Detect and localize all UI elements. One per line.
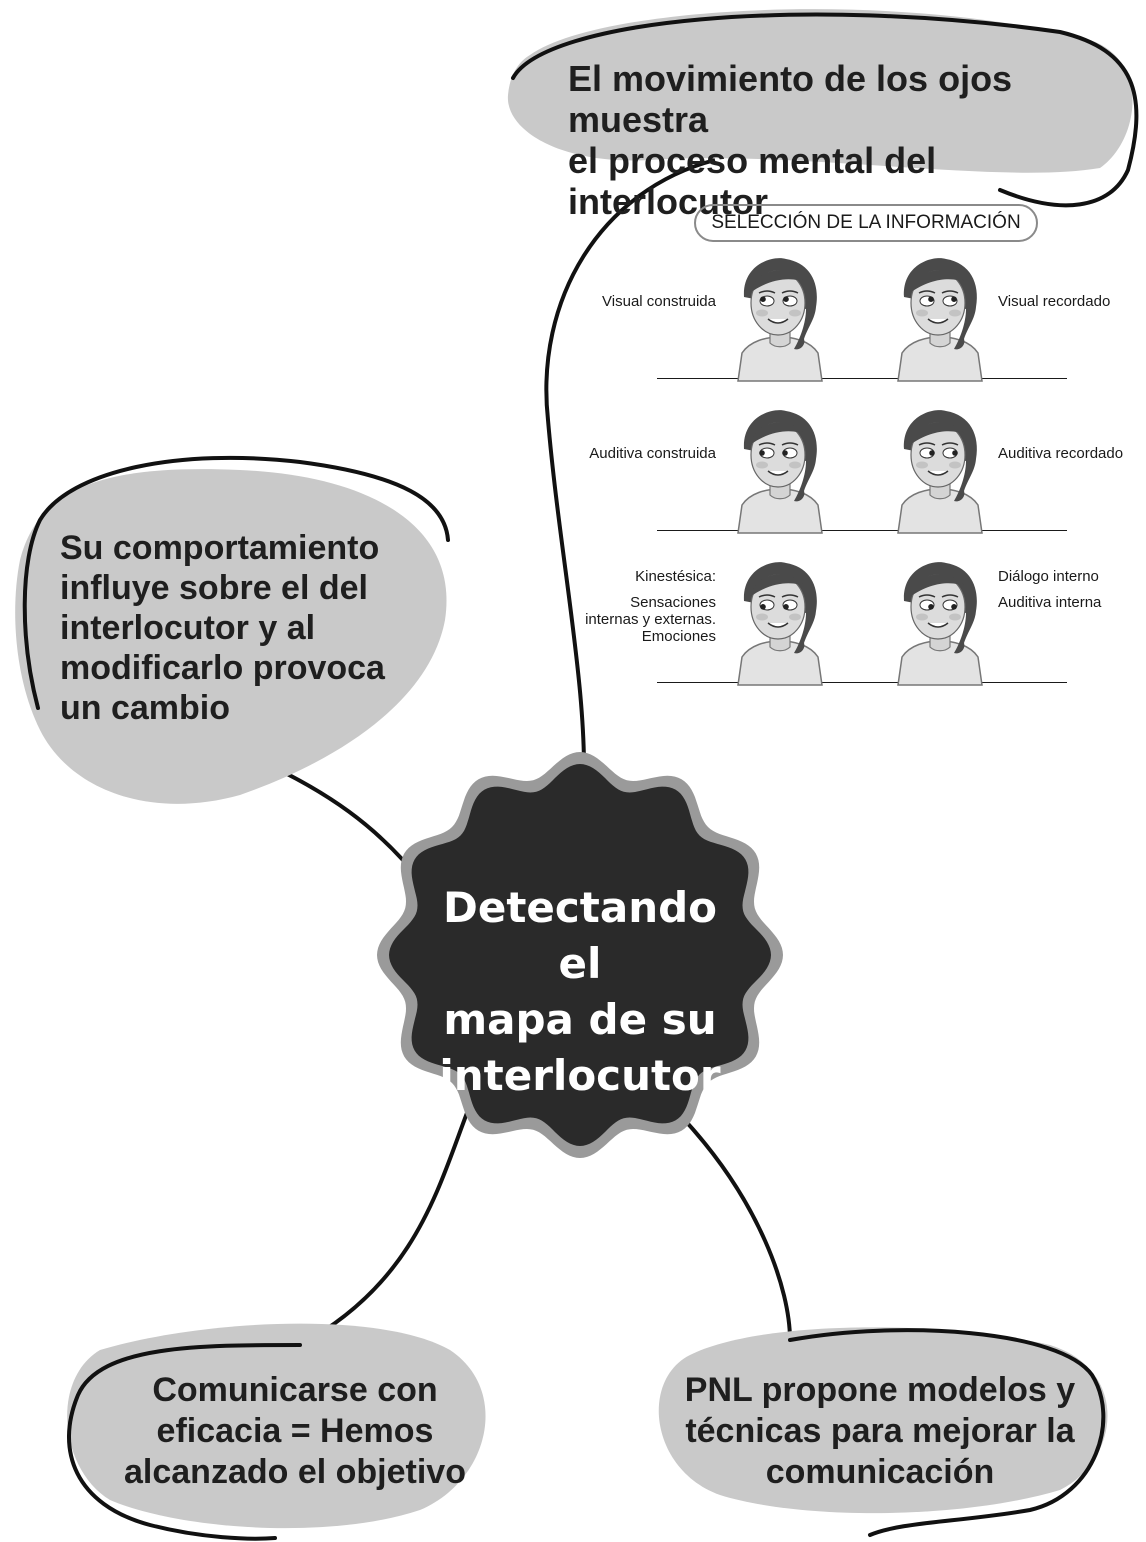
label-kinestesica: Kinestésica: Sensaciones internas y exte… [585,568,716,645]
bubble-bottom-right-text: PNL propone modelos y técnicas para mejo… [684,1371,1076,1491]
divider-row-3 [657,682,1067,683]
bubble-bottom-right-outline [788,1328,1106,1537]
info-panel-header: SELECCIÓN DE LA INFORMACIÓN [694,204,1038,242]
face-left-row-3-icon [737,562,823,686]
divider-row-2 [657,530,1067,531]
connector-bottom-right [678,1113,792,1341]
bubble-top-shape [507,9,1133,173]
connector-bottom-left [299,1099,474,1347]
bubble-left-outline [22,455,450,710]
bubble-top-text: El movimiento de los ojos muestra el pro… [568,58,1013,222]
label-auditiva-recordado: Auditiva recordado [998,445,1124,462]
bubble-bottom-right-shape [658,1327,1108,1514]
face-left-row-1-icon [737,258,823,382]
label-auditiva-construida: Auditiva construida [589,445,716,462]
label-dialogo-interno: Diálogo interno Auditiva interna [998,568,1102,611]
bubble-bottom-left-shape [67,1323,486,1529]
face-left-row-2-icon [737,410,823,534]
face-right-row-3-icon [897,562,983,686]
center-badge [377,752,783,1158]
bubble-top-outline [511,12,1139,208]
face-right-row-1-icon [897,258,983,382]
face-right-row-2-icon [897,410,983,534]
label-visual-recordado: Visual recordado [998,293,1111,310]
connector-top [544,158,716,801]
divider-row-1 [657,378,1067,379]
bubble-bottom-left-text: Comunicarse con eficacia = Hemos alcanza… [124,1371,466,1491]
center-title: Detectando el mapa de su interlocutor [439,883,721,1100]
bubble-left-shape [15,469,447,804]
bubble-bottom-left-outline [67,1343,302,1541]
label-visual-construida: Visual construida [602,293,716,310]
bubble-left-text: Su comportamiento influye sobre el del i… [60,529,385,727]
